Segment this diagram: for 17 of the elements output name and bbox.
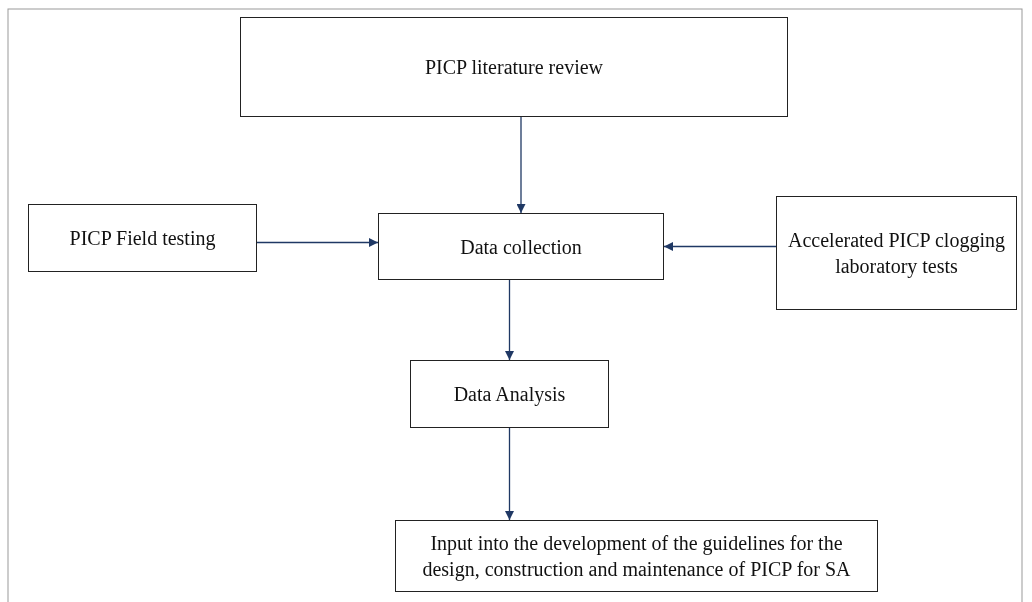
process-box	[378, 213, 664, 280]
process-box	[776, 196, 1017, 310]
process-box	[28, 204, 257, 272]
box-label: Input into the development of the guidelines for the design, construction and maintenance of PICP for SA	[421, 531, 852, 582]
box-label: PICP literature review	[424, 55, 604, 80]
process-box	[410, 360, 609, 428]
box-label: PICP Field testing	[69, 226, 216, 251]
box-label: Data collection	[460, 234, 582, 260]
arrow	[505, 427, 514, 521]
arrow	[505, 279, 514, 361]
arrow	[516, 116, 526, 214]
arrow	[256, 238, 379, 247]
process-box	[395, 520, 878, 592]
process-box	[240, 17, 788, 117]
arrow	[663, 242, 777, 251]
box-label: Data Analysis	[453, 382, 566, 407]
box-label: Accelerated PICP clogging laboratory tests	[787, 228, 1006, 279]
